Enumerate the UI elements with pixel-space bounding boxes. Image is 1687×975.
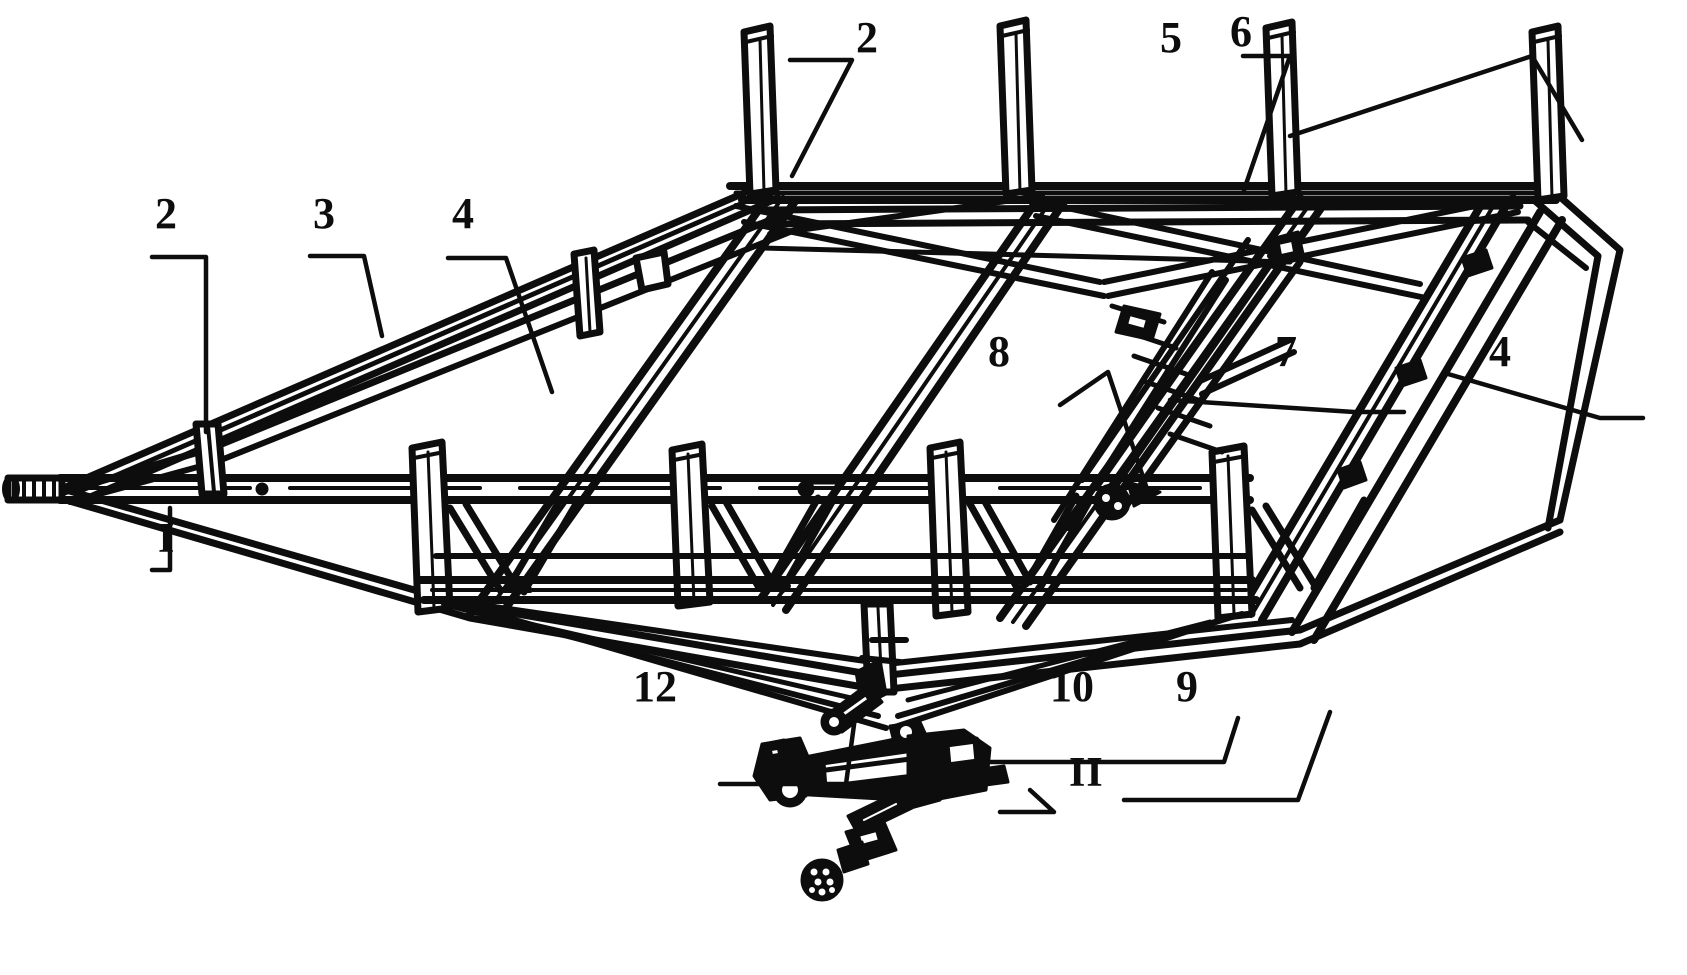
rear-cross-beam: [1525, 184, 1624, 532]
callout-leader-2: [787, 57, 855, 179]
callout-number-2: 2: [155, 189, 177, 238]
callout-number-5: 5: [1160, 13, 1182, 62]
stake-post-far-stub: [570, 246, 604, 340]
callout-number-9: 9: [1176, 662, 1198, 711]
stake-post-far-1: [740, 22, 780, 198]
near-side-rail: [2, 474, 1254, 504]
callout-number-12: 12: [633, 662, 677, 711]
bed-cross-braces: [733, 193, 1521, 301]
callout-leader-7: [1167, 397, 1407, 415]
callout-leader-10: [987, 715, 1241, 765]
callout-leader-2: [149, 254, 209, 435]
stake-post-far-2: [996, 16, 1036, 198]
callout-leader-I: [149, 505, 173, 573]
callout-leader-II: [997, 787, 1057, 815]
callout-leader-6: [1287, 53, 1585, 143]
callout-leader-lines: [149, 53, 1646, 815]
callout-number-2: 2: [856, 13, 878, 62]
left-apex-connector: [192, 420, 228, 498]
callout-number-8: 8: [988, 327, 1010, 376]
callout-leader-3: [307, 253, 385, 339]
callout-number-I: I: [158, 516, 176, 562]
callout-number-4: 4: [452, 189, 474, 238]
stake-post-far-4: [1528, 22, 1568, 204]
callout-leader-4: [445, 255, 555, 395]
lower-center-spine: [416, 553, 1260, 604]
callout-number-3: 3: [313, 189, 335, 238]
callout-leader-8: [1057, 369, 1153, 501]
stake-pocket-tab-far: [632, 248, 672, 294]
callout-leader-12: [717, 707, 859, 787]
leaf-spring-assembly: [1051, 230, 1306, 531]
callout-leader-9: [1121, 709, 1333, 803]
stake-post-far-3: [1262, 18, 1302, 200]
stake-pocket-near-1: [408, 438, 454, 616]
callout-number-4: 4: [1489, 327, 1511, 376]
callout-number-7: 7: [1275, 327, 1297, 376]
callout-number-II: II: [1069, 750, 1104, 796]
stake-pocket-near-4: [1208, 442, 1256, 622]
callout-leader-4: [1445, 371, 1646, 421]
callout-number-10: 10: [1050, 662, 1094, 711]
callout-leader-5: [1240, 53, 1293, 193]
stake-pocket-near-3: [926, 438, 972, 620]
callout-number-6: 6: [1230, 7, 1252, 56]
